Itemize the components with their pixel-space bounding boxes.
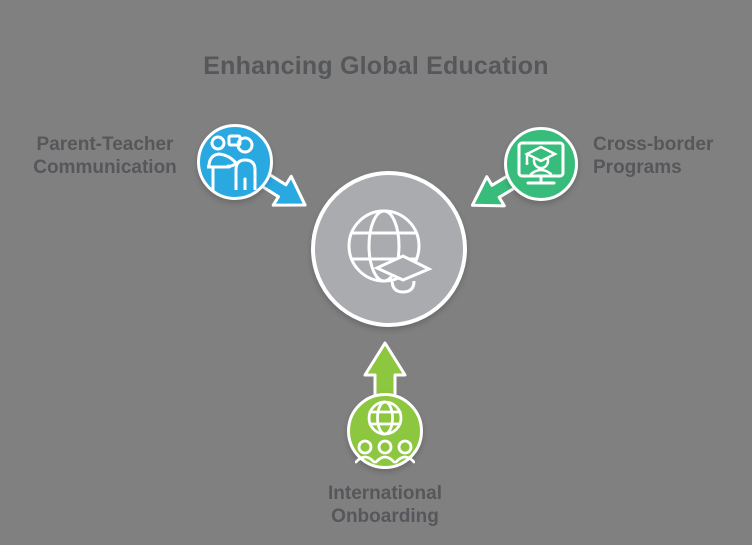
globe-people-icon — [355, 400, 415, 464]
teacher-parent-meeting-icon — [207, 134, 257, 190]
page-title: Enhancing Global Education — [203, 52, 549, 80]
node-international-onboarding-circle — [347, 393, 423, 469]
label-line: Communication — [33, 157, 177, 178]
globe-graduation-cap-icon — [347, 209, 433, 294]
label-line: International — [327, 483, 442, 504]
center-node-circle — [311, 171, 467, 327]
label-international-onboarding: International Onboarding — [295, 482, 475, 528]
online-graduate-monitor-icon — [517, 141, 565, 185]
label-parent-teacher-communication: Parent-Teacher Communication — [15, 133, 195, 179]
node-parent-teacher-circle — [197, 124, 273, 200]
label-line: Programs — [593, 157, 682, 178]
label-line: Onboarding — [331, 506, 439, 527]
label-line: Parent-Teacher — [36, 134, 174, 155]
node-cross-border-circle — [504, 127, 578, 201]
label-line: Cross-border — [593, 134, 714, 155]
label-cross-border-programs: Cross-border Programs — [593, 133, 752, 179]
